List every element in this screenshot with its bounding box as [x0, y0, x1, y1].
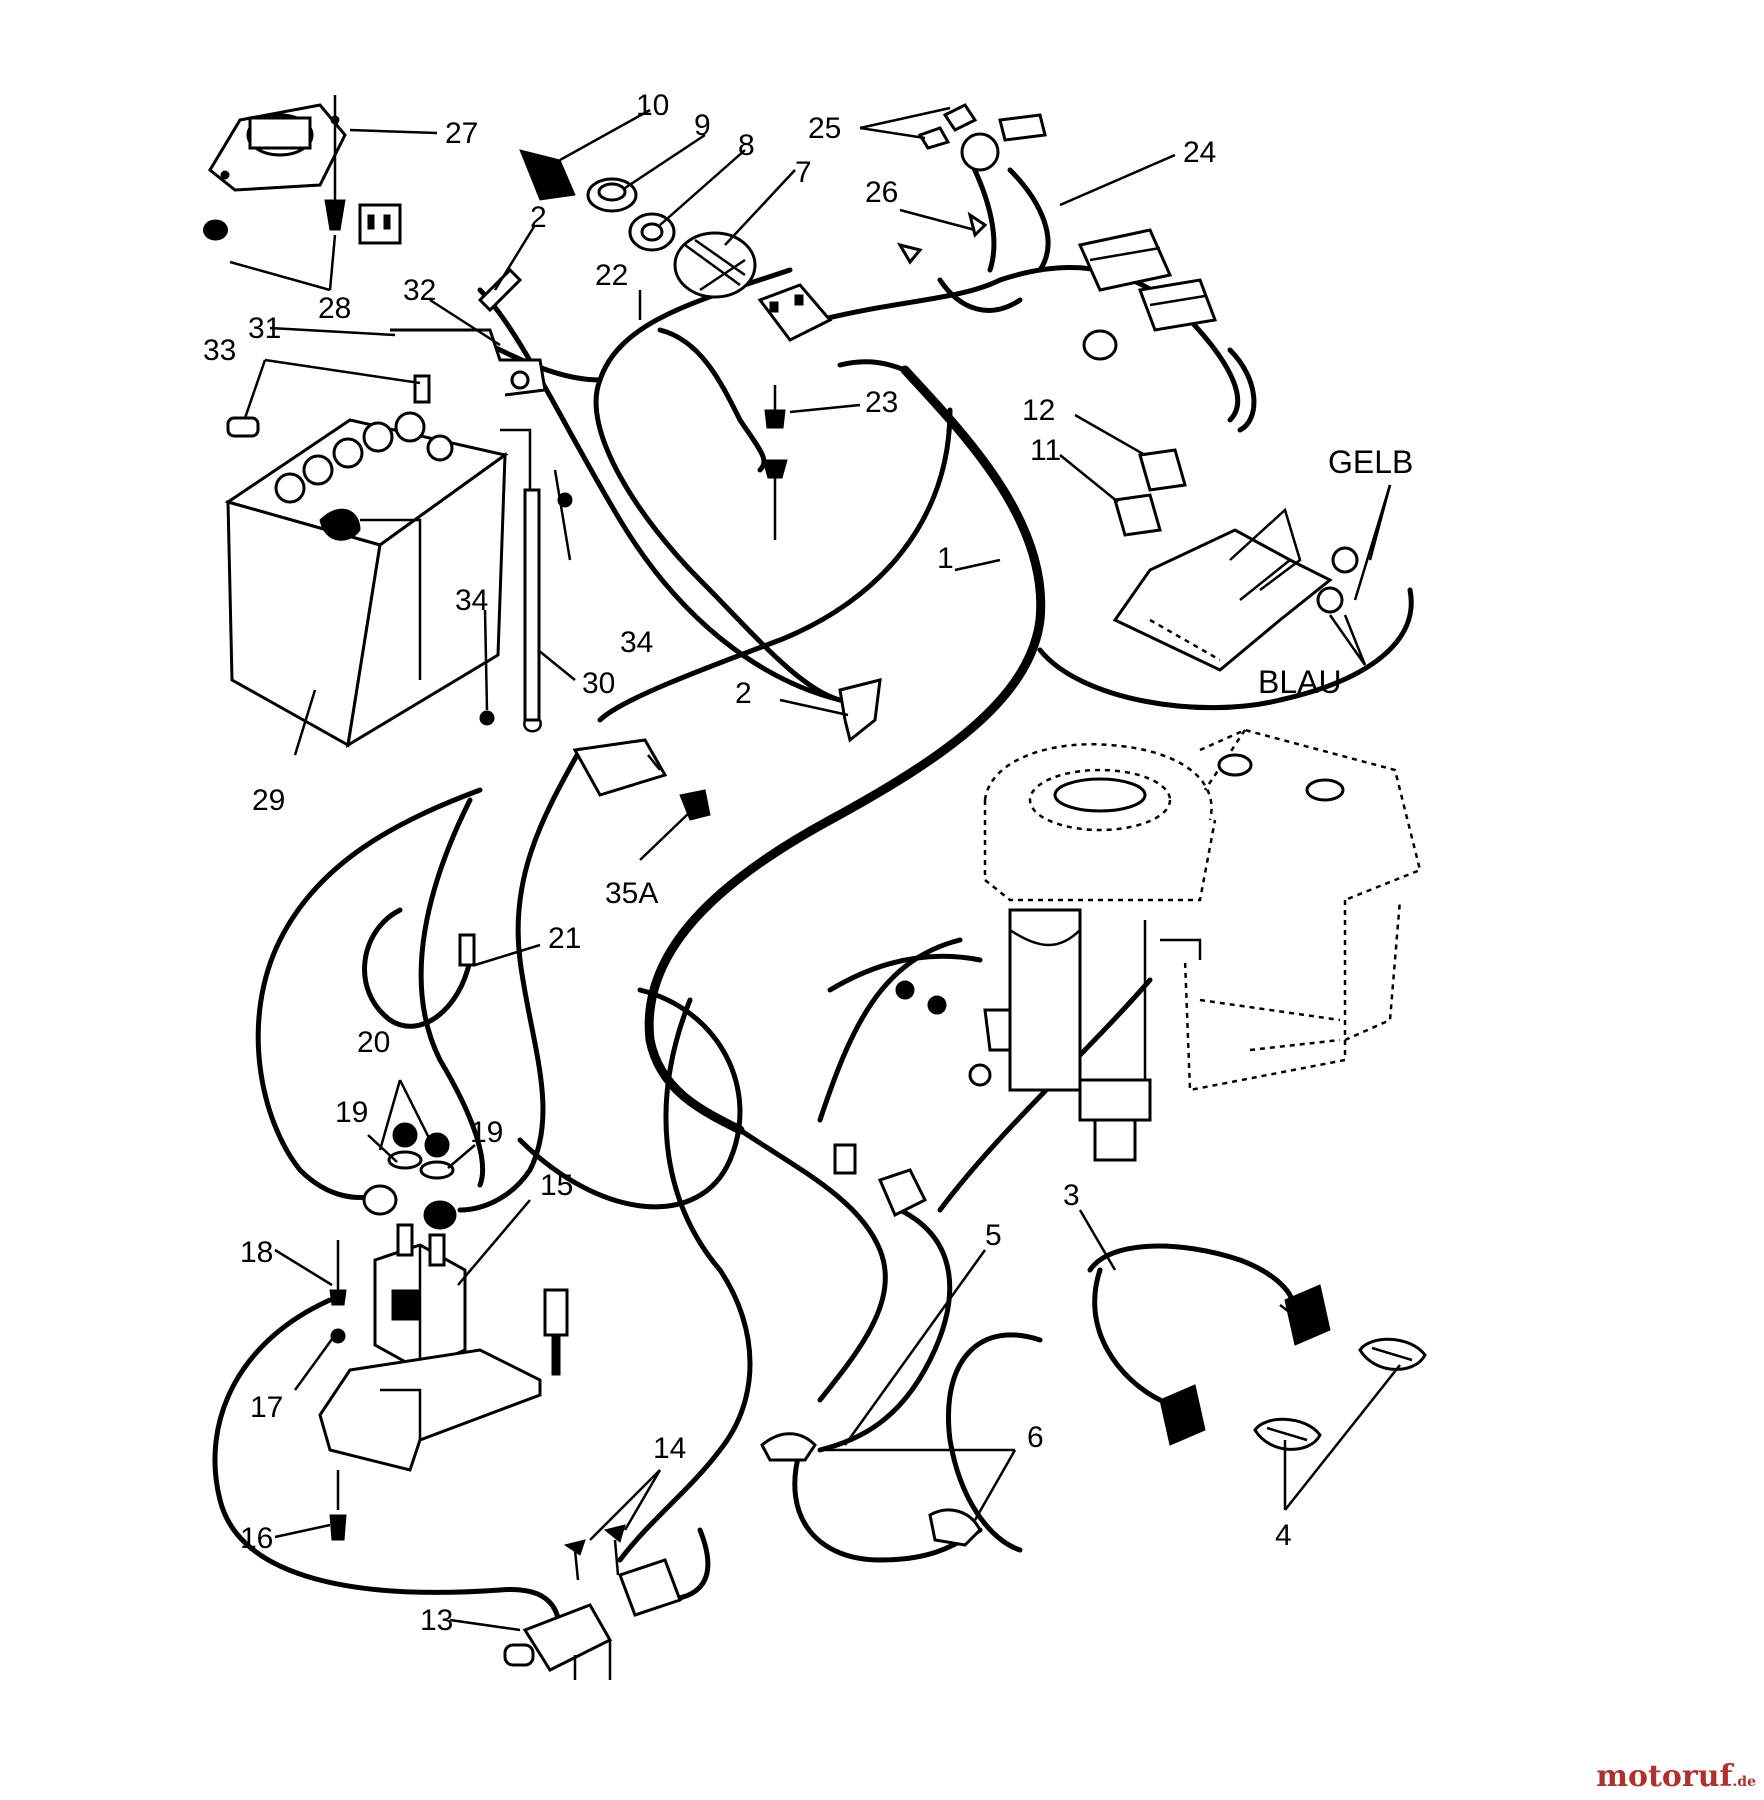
callout-22: 22	[595, 259, 628, 292]
callout-6: 6	[1027, 1421, 1044, 1454]
ignition-switch	[673, 231, 757, 299]
callout-11: 11	[1030, 434, 1061, 467]
callout-10: 10	[636, 89, 669, 122]
callout-31: 31	[248, 312, 281, 345]
callout-9: 9	[694, 109, 711, 142]
callout-33: 33	[203, 334, 236, 367]
callout-17: 17	[250, 1391, 283, 1424]
battery-rod	[479, 428, 573, 733]
wiring-harness	[212, 157, 1414, 1643]
fuse	[679, 789, 711, 821]
callout-labels: 27 28 10 9 8 7 2 32 31 33 22 25 24 26 23…	[203, 89, 1292, 1637]
battery-hold-down-bracket	[390, 328, 547, 397]
callout-3: 3	[1063, 1179, 1080, 1212]
ignition-key	[519, 149, 576, 201]
callout-32: 32	[403, 274, 436, 307]
wire-color-yellow: GELB	[1328, 444, 1413, 480]
callout-35a: 35A	[605, 877, 658, 910]
battery-screws	[226, 374, 431, 438]
leader-lines	[229, 106, 1401, 1632]
wire-terminal	[458, 933, 476, 967]
callout-19-right: 19	[470, 1116, 503, 1149]
cable-clip	[838, 678, 882, 743]
callout-34-right: 34	[620, 626, 653, 659]
watermark-logo: motoruf.de	[1596, 1759, 1756, 1794]
plug-connector	[358, 203, 402, 245]
callout-26: 26	[865, 176, 898, 209]
callout-28: 28	[318, 292, 351, 325]
ignition-module	[1077, 228, 1218, 361]
wire-color-blue: BLAU	[1258, 664, 1342, 700]
spade-terminals	[896, 103, 1047, 265]
callout-15: 15	[540, 1169, 573, 1202]
inline-connector	[543, 1288, 569, 1376]
callout-18: 18	[240, 1236, 273, 1269]
callout-4: 4	[1275, 1519, 1292, 1552]
callout-16: 16	[240, 1522, 273, 1555]
fuse-holder	[572, 738, 668, 797]
callout-21: 21	[548, 922, 581, 955]
horn-buzzer	[203, 95, 347, 241]
callout-19-left: 19	[335, 1096, 368, 1129]
solenoid-screws	[329, 1240, 347, 1541]
ground-screw	[762, 385, 788, 540]
solenoid-nuts	[362, 1122, 457, 1230]
seat-switch-bracket	[1112, 507, 1359, 672]
callout-25: 25	[808, 112, 841, 145]
pto-switch	[503, 1603, 613, 1680]
callout-14: 14	[653, 1432, 686, 1465]
callout-2-top: 2	[530, 201, 547, 234]
callout-2-middle: 2	[735, 677, 752, 710]
starter-solenoid	[318, 1223, 542, 1472]
wire-color-labels: GELB BLAU	[1258, 444, 1413, 700]
callout-7: 7	[795, 156, 812, 189]
watermark-tld: .de	[1732, 1774, 1756, 1790]
switch-nut	[586, 177, 638, 213]
callout-34-left: 34	[455, 584, 488, 617]
callout-27: 27	[445, 117, 478, 150]
callout-29: 29	[252, 784, 285, 817]
battery	[224, 411, 509, 748]
cable-clips	[760, 1432, 982, 1547]
callout-23: 23	[865, 386, 898, 419]
callout-8: 8	[738, 129, 755, 162]
headlight-sockets	[1159, 1284, 1331, 1446]
cable-clip	[477, 267, 523, 313]
callout-24: 24	[1183, 136, 1216, 169]
engine	[983, 728, 1422, 1162]
watermark-brand: motoruf	[1596, 1759, 1733, 1794]
switch-plug	[618, 1558, 682, 1617]
callout-1: 1	[937, 542, 954, 575]
headlight-bulbs	[1253, 1337, 1427, 1451]
safety-switch-connectors	[1113, 448, 1187, 537]
harness-plug-block	[757, 283, 833, 342]
switch-screws	[563, 1524, 626, 1581]
callout-5: 5	[985, 1219, 1002, 1252]
callout-30: 30	[582, 667, 615, 700]
callout-20: 20	[357, 1026, 390, 1059]
callout-12: 12	[1022, 394, 1055, 427]
callout-13: 13	[420, 1604, 453, 1637]
